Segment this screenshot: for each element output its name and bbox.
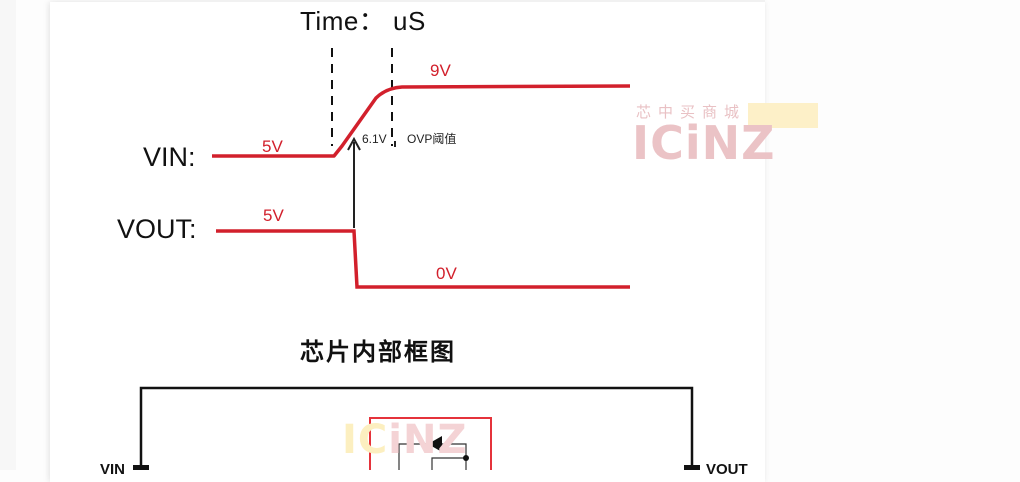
mosfet-box (369, 417, 492, 470)
junction-dot (463, 455, 469, 461)
threshold-label: OVP阈值 (407, 132, 457, 146)
watermark-brand: ICiNZ (632, 116, 776, 170)
block-diagram-title: 芯片内部框图 (300, 338, 456, 366)
page-margin (0, 0, 16, 470)
watermark-brand-small: ICiNZ (342, 420, 467, 460)
content-card (50, 2, 765, 482)
threshold-value: 6.1V (362, 132, 387, 146)
vin-high-level: 9V (430, 61, 451, 80)
watermark-chinese: 芯中买商城 (636, 103, 747, 121)
vout-pin-marker (684, 465, 700, 470)
vin-low-level: 5V (262, 137, 283, 156)
vin-signal-label: VIN: (143, 142, 196, 172)
vout-signal-label: VOUT: (117, 214, 197, 244)
diode-icon (428, 436, 442, 452)
vin-pin-marker (133, 465, 149, 470)
arrow-up-icon (347, 136, 361, 151)
vout-waveform (216, 229, 630, 289)
watermark-part2: iNZ (388, 417, 468, 463)
time-axis-label: Time： uS (300, 6, 426, 36)
card-border (160, 0, 765, 2)
vin-waveform (212, 84, 631, 158)
vout-high-level: 5V (263, 206, 284, 225)
watermark-accent (748, 103, 818, 128)
watermark-part1: IC (342, 417, 389, 463)
vout-low-level: 0V (436, 264, 457, 283)
block-outer-wire (139, 386, 694, 470)
timing-diagram-graphic (133, 48, 700, 470)
